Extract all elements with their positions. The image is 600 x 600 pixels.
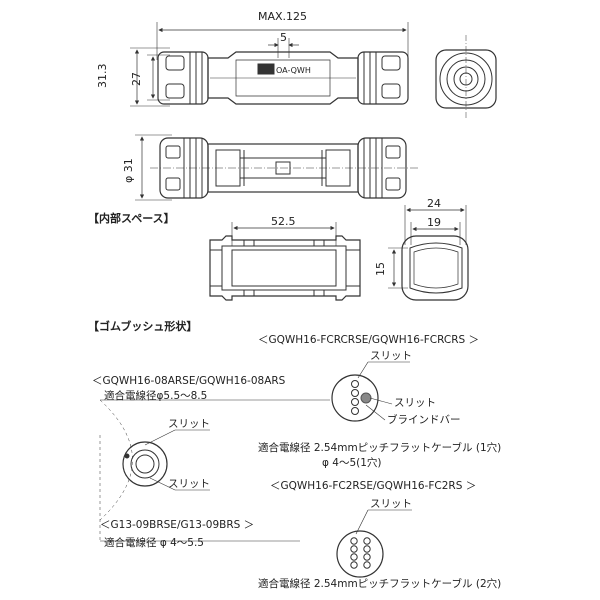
spec-g13: 適合電線径 φ 4～5.5	[104, 537, 204, 549]
label-slit-fc1: スリット	[370, 350, 412, 362]
inner-end-view	[388, 205, 469, 301]
dim-inner-width-inner: 19	[427, 216, 441, 229]
grommet-round	[99, 399, 330, 542]
grommet-fc2	[336, 509, 412, 578]
model-08ars: ＜GQWH16-08ARSE/GQWH16-08ARS	[92, 375, 286, 387]
dim-inner-width-outer: 24	[427, 197, 441, 210]
dim-inner-length: 52.5	[271, 215, 296, 228]
model-g13: ＜G13-09BRSE/G13-09BRS ＞	[100, 519, 255, 531]
label-slit-fc2: スリット	[370, 498, 412, 510]
model-fc2rs: ＜GQWH16-FC2RSE/GQWH16-FC2RS ＞	[270, 480, 477, 492]
dim-diameter: φ 31	[122, 158, 135, 183]
dim-height-outer: 31.3	[96, 63, 109, 89]
inner-space-drawing	[209, 222, 361, 301]
spec-fc1-2: φ 4～5(1穴)	[322, 457, 382, 469]
inner-space-heading: 【内部スペース】	[88, 212, 175, 225]
spec-fc1: 適合電線径 2.54mmピッチフラットケーブル (1穴)	[258, 442, 502, 454]
dim-height-inner: 27	[130, 72, 143, 86]
label-slit-fc1-2: スリット	[394, 397, 436, 409]
label-blind-bar: ブラインドバー	[387, 414, 461, 426]
dim-center: 5	[280, 31, 287, 44]
label-slit-a-upper: スリット	[168, 418, 210, 430]
model-fcrcrs: ＜GQWH16-FCRCRSE/GQWH16-FCRCRS ＞	[258, 334, 480, 346]
label-slit-a-lower: スリット	[168, 478, 210, 490]
end-view	[435, 35, 497, 118]
grommet-fc1	[331, 361, 410, 422]
side-view-connector	[135, 134, 420, 201]
spec-fc2: 適合電線径 2.54mmピッチフラットケーブル (2穴)	[258, 578, 502, 590]
top-view-connector	[130, 22, 409, 107]
dim-overall: MAX.125	[258, 10, 308, 23]
spec-08ars: 適合電線径φ5.5～8.5	[104, 390, 208, 402]
grommet-heading: 【ゴムブッシュ形状】	[88, 320, 198, 333]
product-label: OA-QWH	[276, 66, 311, 75]
dim-inner-height: 15	[374, 262, 387, 276]
